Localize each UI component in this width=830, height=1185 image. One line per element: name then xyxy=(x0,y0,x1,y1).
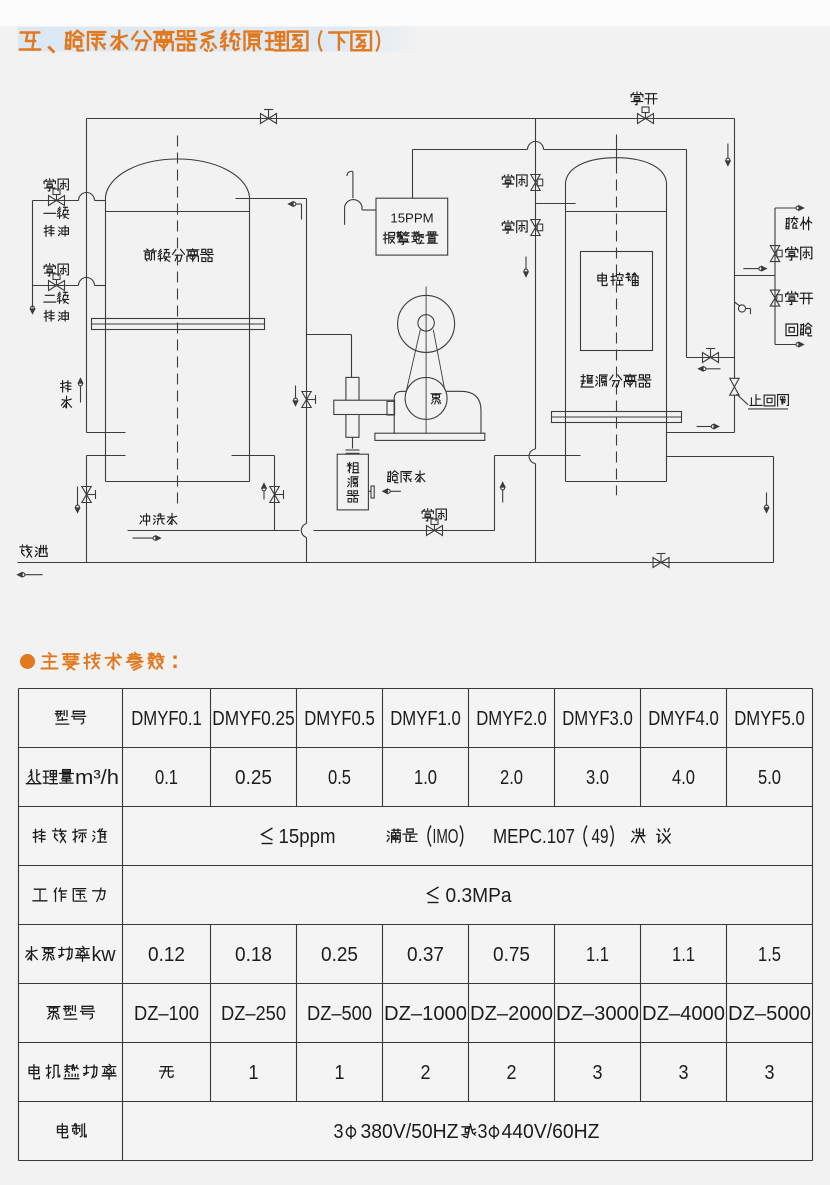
svg-text:380V/50HZ: 380V/50HZ xyxy=(361,1120,459,1143)
svg-text:2: 2 xyxy=(421,1061,431,1084)
svg-text:DZ–500: DZ–500 xyxy=(307,1002,372,1025)
svg-text:DZ–1000: DZ–1000 xyxy=(384,1002,467,1025)
svg-text:15PPM: 15PPM xyxy=(390,210,433,225)
svg-text:DMYF4.0: DMYF4.0 xyxy=(648,707,719,730)
svg-text:3: 3 xyxy=(334,1120,344,1143)
svg-text:2.0: 2.0 xyxy=(500,766,523,789)
svg-text:0.37: 0.37 xyxy=(407,943,444,966)
svg-text:DZ–5000: DZ–5000 xyxy=(728,1002,811,1025)
svg-text:3: 3 xyxy=(679,1061,689,1084)
svg-text:kw: kw xyxy=(92,943,116,966)
svg-text:0.12: 0.12 xyxy=(148,943,185,966)
svg-text:IMO: IMO xyxy=(433,825,459,848)
svg-text:DZ–2000: DZ–2000 xyxy=(470,1002,553,1025)
svg-text:m³/h: m³/h xyxy=(75,766,119,789)
svg-text:1: 1 xyxy=(335,1061,345,1084)
svg-text:MEPC.107: MEPC.107 xyxy=(493,825,575,848)
svg-text:DZ–100: DZ–100 xyxy=(134,1002,199,1025)
svg-text:DMYF2.0: DMYF2.0 xyxy=(476,707,547,730)
svg-text:DZ–250: DZ–250 xyxy=(221,1002,286,1025)
svg-text:1.1: 1.1 xyxy=(586,943,609,966)
svg-text:DMYF5.0: DMYF5.0 xyxy=(734,707,805,730)
svg-text:DMYF3.0: DMYF3.0 xyxy=(562,707,633,730)
svg-text:3.0: 3.0 xyxy=(586,766,609,789)
svg-text:3: 3 xyxy=(765,1061,775,1084)
svg-text:49: 49 xyxy=(592,825,609,848)
svg-text:1.5: 1.5 xyxy=(758,943,781,966)
svg-text:0.3MPa: 0.3MPa xyxy=(446,884,513,907)
svg-text:1: 1 xyxy=(249,1061,259,1084)
svg-text:0.18: 0.18 xyxy=(235,943,272,966)
svg-text:DZ–3000: DZ–3000 xyxy=(556,1002,639,1025)
svg-text:2: 2 xyxy=(507,1061,517,1084)
svg-text:DMYF0.5: DMYF0.5 xyxy=(304,707,375,730)
svg-text:3: 3 xyxy=(593,1061,603,1084)
svg-text:3: 3 xyxy=(478,1120,488,1143)
svg-text:DZ–4000: DZ–4000 xyxy=(642,1002,725,1025)
svg-text:DMYF0.25: DMYF0.25 xyxy=(212,707,294,730)
svg-text:DMYF0.1: DMYF0.1 xyxy=(131,707,202,730)
svg-text:0.25: 0.25 xyxy=(235,766,272,789)
svg-text:15ppm: 15ppm xyxy=(279,825,336,848)
svg-text:4.0: 4.0 xyxy=(672,766,695,789)
svg-text:0.5: 0.5 xyxy=(328,766,351,789)
svg-text:0.25: 0.25 xyxy=(321,943,358,966)
svg-text:DMYF1.0: DMYF1.0 xyxy=(390,707,461,730)
svg-text:0.75: 0.75 xyxy=(493,943,530,966)
svg-text:1.1: 1.1 xyxy=(672,943,695,966)
svg-text:1.0: 1.0 xyxy=(414,766,437,789)
svg-text:440V/60HZ: 440V/60HZ xyxy=(502,1120,600,1143)
svg-text:0.1: 0.1 xyxy=(155,766,178,789)
svg-text:5.0: 5.0 xyxy=(758,766,781,789)
